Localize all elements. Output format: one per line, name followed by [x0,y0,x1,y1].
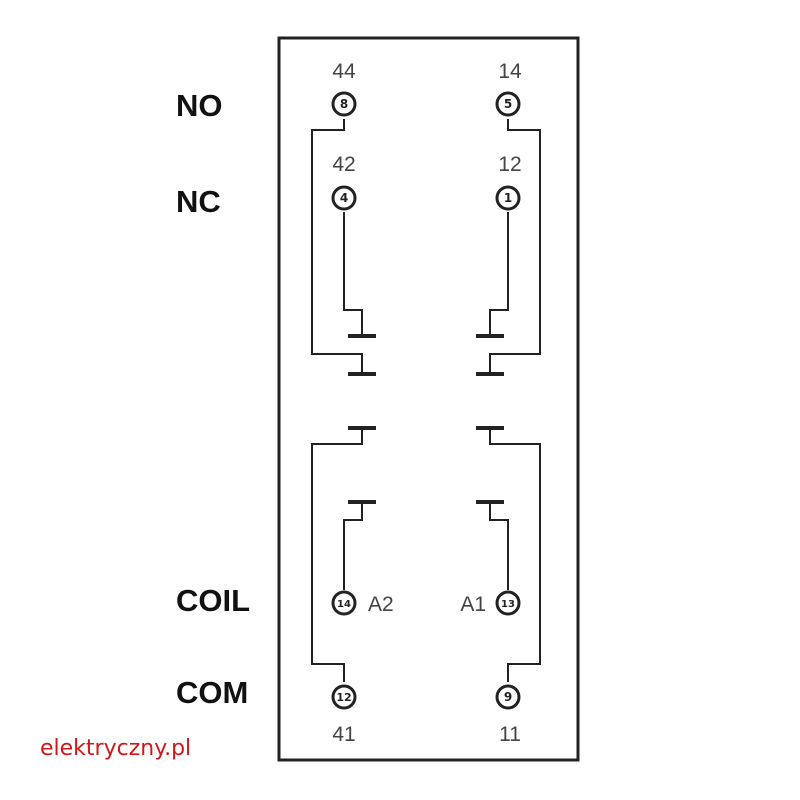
terminal-label-44: 44 [332,60,356,83]
wire-a2-coil [343,502,363,590]
terminal-12-circle [495,185,521,211]
terminal-label-12: 12 [498,153,521,176]
terminal-label-41: 41 [332,723,355,746]
pin-14: 14 [337,599,351,610]
label-com: COM [176,675,249,710]
wire-14-no-contact [489,119,541,372]
terminal-label-11: 11 [499,723,521,746]
pin-4: 4 [340,191,348,205]
terminal-41-circle [331,684,357,710]
label-coil: COIL [176,583,251,618]
terminal-label-a2: A2 [368,593,394,616]
wire-41-common [311,428,363,682]
pin-9: 9 [504,690,512,704]
terminal-a1-circle [495,590,521,616]
label-nc: NC [176,184,221,219]
brand-logo-text: elektryczny.pl [40,736,192,761]
terminal-44-circle [331,91,357,117]
terminal-label-14: 14 [498,60,522,83]
pin-13: 13 [501,599,515,610]
wire-a1-coil [489,502,509,590]
terminal-label-42: 42 [332,153,355,176]
pin-5: 5 [504,97,512,111]
wire-42-nc-contact [343,212,363,336]
terminal-11-circle [495,684,521,710]
terminal-a2-circle [331,590,357,616]
terminal-42-circle [331,185,357,211]
pin-12: 12 [336,691,351,704]
terminal-label-a1: A1 [460,593,486,616]
relay-frame [277,36,580,762]
label-no: NO [176,88,223,123]
wire-44-no-contact [311,119,363,372]
pin-8: 8 [340,97,348,111]
pin-1: 1 [504,191,512,205]
wire-12-nc-contact [489,212,509,336]
terminal-14-circle [495,91,521,117]
wire-11-common [489,428,541,682]
